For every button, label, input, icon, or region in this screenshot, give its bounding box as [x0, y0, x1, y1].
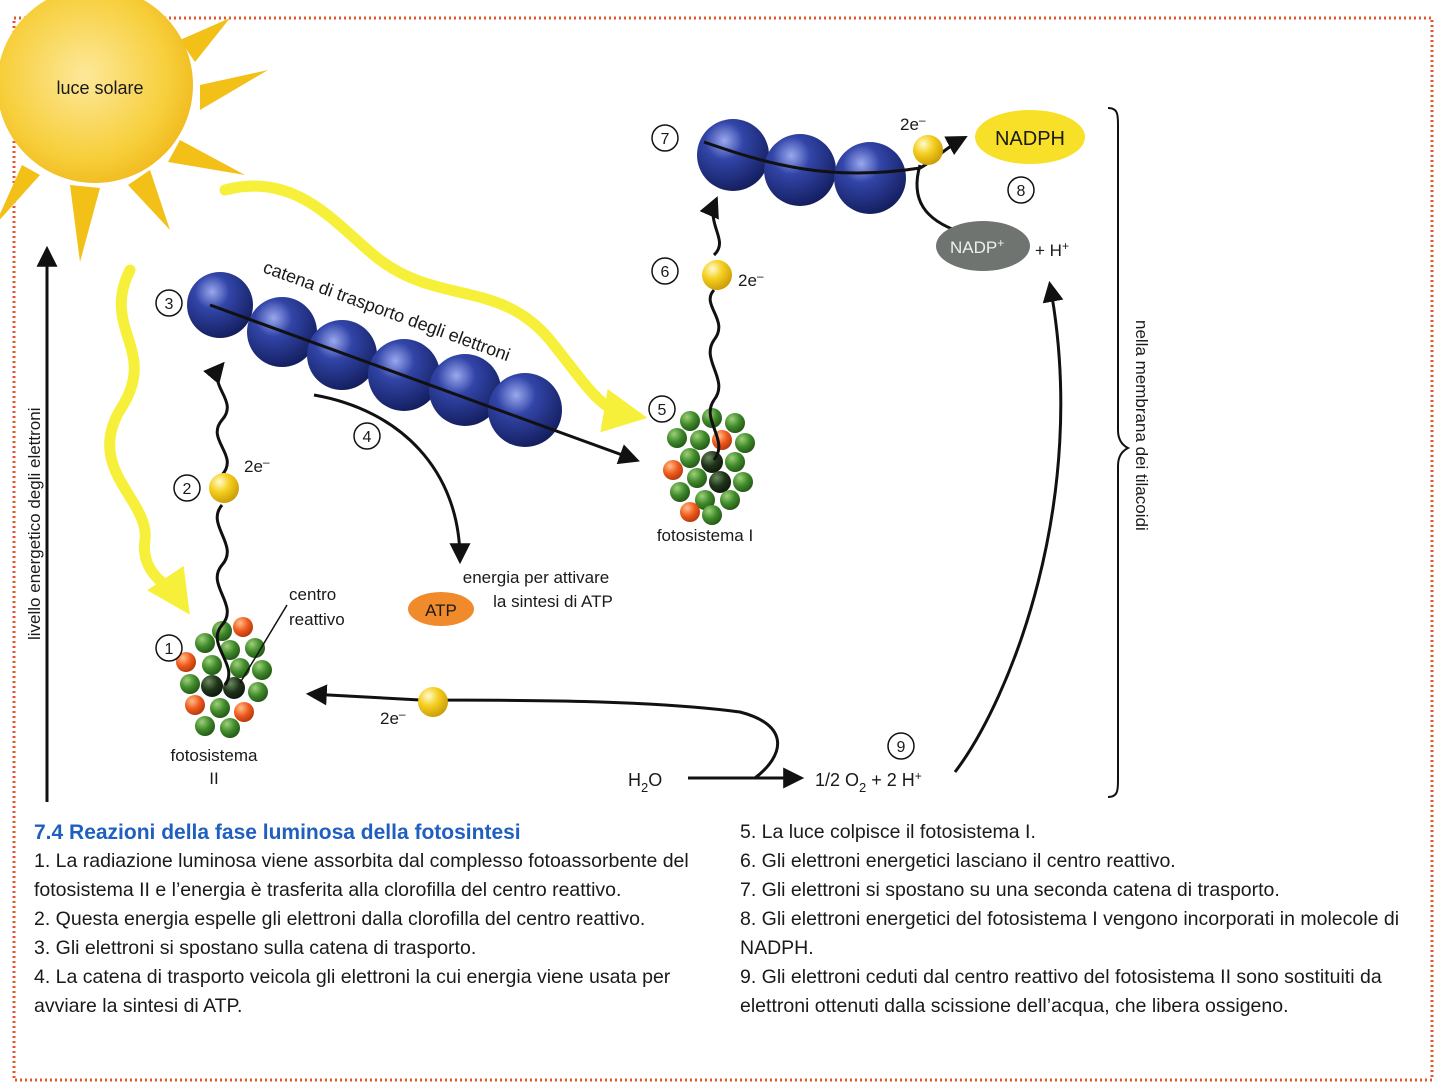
psii-electron-wave-lower — [215, 504, 231, 686]
protein-complex — [429, 354, 501, 426]
reaction-center-label-line2: reattivo — [289, 610, 345, 629]
atp-label: ATP — [425, 601, 457, 620]
caption-step-9: 9. Gli elettroni ceduti dal centro reatt… — [740, 966, 1382, 1017]
step-9-marker: 9 — [887, 732, 915, 760]
energy-atp-label-line1: energia per attivare — [463, 568, 609, 587]
electron-label-6: 2e– — [738, 269, 764, 290]
caption-step-5: 5. La luce colpisce il fotosistema I. — [740, 821, 1036, 843]
energy-atp-label-line2: la sintesi di ATP — [493, 592, 613, 611]
proton-to-nadp-arrow — [953, 280, 1064, 773]
reaction-center-label-line1: centro — [289, 585, 336, 604]
arrow-to-atp — [313, 393, 471, 565]
step-1-marker: 1 — [155, 634, 183, 662]
water-electron-return-arrow — [305, 684, 780, 780]
caption-step-7: 7. Gli elettroni si spostano su una seco… — [740, 879, 1280, 901]
nadp-label: NADP+ — [950, 236, 1004, 257]
photosystem2-cluster — [176, 617, 272, 738]
electron-pair-2 — [209, 473, 239, 503]
protein-complex — [488, 373, 562, 447]
photosystem2-label-line1: fotosistema — [171, 746, 258, 765]
protein-complex — [307, 320, 377, 390]
sun — [0, 0, 268, 262]
caption-step-2: 2. Questa energia espelle gli elettroni … — [34, 908, 646, 930]
caption-step-8: 8. Gli elettroni energetici del fotosist… — [740, 908, 1400, 959]
nadp-molecule — [936, 221, 1030, 271]
step-4-marker: 4 — [353, 422, 381, 450]
caption-step-3: 3. Gli elettroni si spostano sulla caten… — [34, 937, 477, 959]
caption-title: 7.4 Reazioni della fase luminosa della f… — [34, 821, 521, 844]
svg-text:9: 9 — [897, 739, 906, 756]
electron-transport-chain-1 — [187, 272, 562, 447]
svg-text:2: 2 — [183, 481, 192, 498]
psi-electron-wave-lower — [708, 288, 721, 461]
chain1-electron-path — [209, 303, 640, 465]
plus-h-label: + H+ — [1035, 239, 1069, 260]
light-ray-to-photosystem1 — [219, 180, 648, 433]
caption-right: 5. La luce colpisce il fotosistema I. 6.… — [740, 818, 1420, 1021]
protein-complex — [697, 119, 769, 191]
step-8-marker: 8 — [1007, 176, 1035, 204]
nadp-to-chain-path — [915, 164, 961, 234]
psi-electron-wave-upper — [699, 196, 721, 257]
atp-molecule — [408, 592, 474, 626]
step-6-marker: 6 — [651, 257, 679, 285]
svg-text:5: 5 — [658, 402, 667, 419]
protein-complex — [834, 142, 906, 214]
svg-text:7: 7 — [661, 131, 670, 148]
reaction-center-chlorophyll — [709, 471, 731, 493]
sun-label: luce solare — [56, 78, 143, 98]
reaction-center-chlorophyll — [201, 675, 223, 697]
step-5-marker: 5 — [648, 395, 676, 423]
nadph-molecule — [975, 110, 1085, 164]
step-7-marker: 7 — [651, 124, 679, 152]
step-2-marker: 2 — [173, 474, 201, 502]
water-label: H2O — [628, 770, 662, 795]
electron-label-9: 2e– — [380, 707, 406, 728]
energy-axis-label: livello energetico degli elettroni — [25, 408, 44, 640]
svg-text:3: 3 — [165, 296, 174, 313]
protein-complex — [187, 272, 253, 338]
electron-label-7: 2e– — [900, 113, 926, 134]
svg-text:8: 8 — [1017, 183, 1026, 200]
caption-step-6: 6. Gli elettroni energetici lasciano il … — [740, 850, 1176, 872]
step-markers: 1 2 3 4 5 6 7 8 — [155, 124, 1035, 760]
chain2-electron-path — [703, 136, 968, 175]
svg-text:4: 4 — [363, 429, 372, 446]
membrane-label: nella membrana dei tilacoidi — [1132, 320, 1151, 531]
caption-left: 7.4 Reazioni della fase luminosa della f… — [34, 818, 724, 1021]
photosystem1-cluster — [663, 408, 755, 525]
step-3-marker: 3 — [155, 289, 183, 317]
electron-pair-9 — [418, 687, 448, 717]
electron-transport-chain-2 — [697, 119, 906, 214]
light-ray-to-photosystem2 — [104, 264, 190, 615]
electron-pair-7 — [913, 135, 943, 165]
electron-pair-6 — [702, 260, 732, 290]
svg-text:1: 1 — [165, 641, 174, 658]
svg-text:6: 6 — [661, 264, 670, 281]
psii-electron-wave-upper — [203, 361, 229, 477]
electron-label-2: 2e– — [244, 455, 270, 476]
oxygen-label: 1/2 O2 + 2 H+ — [815, 769, 922, 795]
caption-step-1: 1. La radiazione luminosa viene assorbit… — [34, 850, 689, 901]
reaction-center-chlorophyll — [701, 451, 723, 473]
light-rays — [104, 180, 648, 615]
membrane-bracket — [1107, 107, 1131, 798]
nadph-label: NADPH — [995, 128, 1065, 150]
caption-step-4: 4. La catena di trasporto veicola gli el… — [34, 966, 671, 1017]
photosystem2-label-line2: II — [209, 769, 218, 788]
photosystem1-label: fotosistema I — [657, 526, 753, 545]
reaction-center-pointer — [239, 604, 288, 684]
protein-complex — [764, 134, 836, 206]
